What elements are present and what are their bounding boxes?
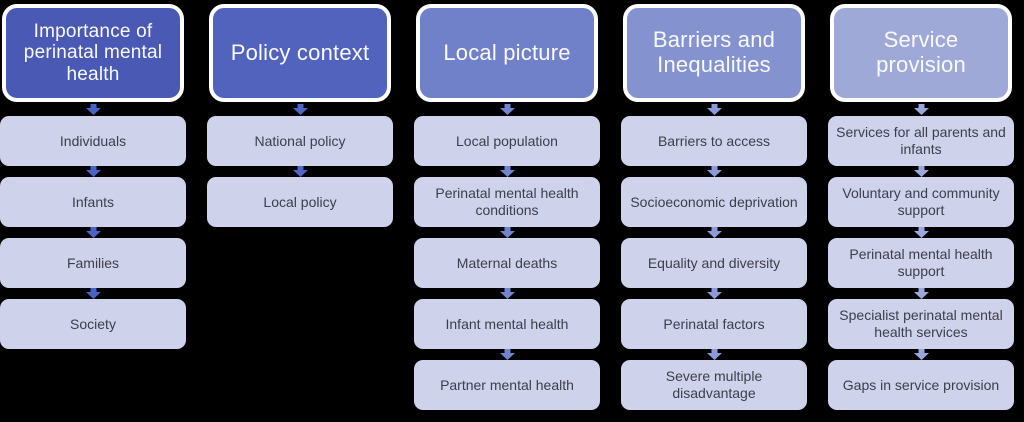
down-arrow-icon xyxy=(828,227,1014,238)
down-arrow-icon xyxy=(621,349,807,360)
node-barriers-to-access: Barriers to access xyxy=(621,116,807,166)
column-policy-context: Policy context National policy Local pol… xyxy=(207,4,393,410)
node-perinatal-factors: Perinatal factors xyxy=(621,299,807,349)
down-arrow-icon xyxy=(621,102,807,116)
node-families: Families xyxy=(0,238,186,288)
down-arrow-icon xyxy=(207,102,393,116)
header-policy-context: Policy context xyxy=(209,4,391,102)
down-arrow-icon xyxy=(0,288,186,299)
down-arrow-icon xyxy=(0,102,186,116)
node-society: Society xyxy=(0,299,186,349)
down-arrow-icon xyxy=(414,166,600,177)
down-arrow-icon xyxy=(828,166,1014,177)
header-label: Policy context xyxy=(230,39,370,65)
header-local-picture: Local picture xyxy=(416,4,598,102)
node-infant-mental-health: Infant mental health xyxy=(414,299,600,349)
header-label: Importance of perinatal mental health xyxy=(23,21,163,85)
node-equality-and-diversity: Equality and diversity xyxy=(621,238,807,288)
down-arrow-icon xyxy=(828,102,1014,116)
node-socioeconomic-deprivation: Socioeconomic deprivation xyxy=(621,177,807,227)
node-voluntary-and-community-support: Voluntary and community support xyxy=(828,177,1014,227)
node-maternal-deaths: Maternal deaths xyxy=(414,238,600,288)
down-arrow-icon xyxy=(414,227,600,238)
node-local-policy: Local policy xyxy=(207,177,393,227)
header-importance-of-perinatal-mental-health: Importance of perinatal mental health xyxy=(2,4,184,102)
down-arrow-icon xyxy=(828,288,1014,299)
down-arrow-icon xyxy=(414,288,600,299)
node-services-for-all-parents-and-infants: Services for all parents and infants xyxy=(828,116,1014,166)
node-perinatal-mental-health-conditions: Perinatal mental health conditions xyxy=(414,177,600,227)
node-national-policy: National policy xyxy=(207,116,393,166)
down-arrow-icon xyxy=(828,349,1014,360)
column-importance-of-perinatal-mental-health: Importance of perinatal mental health In… xyxy=(0,4,186,410)
down-arrow-icon xyxy=(414,349,600,360)
perinatal-mental-health-needs-diagram: Importance of perinatal mental health In… xyxy=(0,4,1014,410)
node-severe-multiple-disadvantage: Severe multiple disadvantage xyxy=(621,360,807,410)
column-barriers-and-inequalities: Barriers and Inequalities Barriers to ac… xyxy=(621,4,807,410)
node-gaps-in-service-provision: Gaps in service provision xyxy=(828,360,1014,410)
down-arrow-icon xyxy=(0,227,186,238)
header-label: Barriers and Inequalities xyxy=(652,27,776,77)
header-label: Local picture xyxy=(443,39,571,65)
down-arrow-icon xyxy=(0,166,186,177)
column-local-picture: Local picture Local population Perinatal… xyxy=(414,4,600,410)
node-individuals: Individuals xyxy=(0,116,186,166)
down-arrow-icon xyxy=(621,288,807,299)
header-service-provision: Service provision xyxy=(830,4,1012,102)
down-arrow-icon xyxy=(621,166,807,177)
header-label: Service provision xyxy=(876,27,966,77)
node-infants: Infants xyxy=(0,177,186,227)
down-arrow-icon xyxy=(621,227,807,238)
node-partner-mental-health: Partner mental health xyxy=(414,360,600,410)
down-arrow-icon xyxy=(414,102,600,116)
header-barriers-and-inequalities: Barriers and Inequalities xyxy=(623,4,805,102)
node-perinatal-mental-health-support: Perinatal mental health support xyxy=(828,238,1014,288)
node-local-population: Local population xyxy=(414,116,600,166)
down-arrow-icon xyxy=(207,166,393,177)
node-specialist-perinatal-mental-health-services: Specialist perinatal mental health servi… xyxy=(828,299,1014,349)
column-service-provision: Service provision Services for all paren… xyxy=(828,4,1014,410)
